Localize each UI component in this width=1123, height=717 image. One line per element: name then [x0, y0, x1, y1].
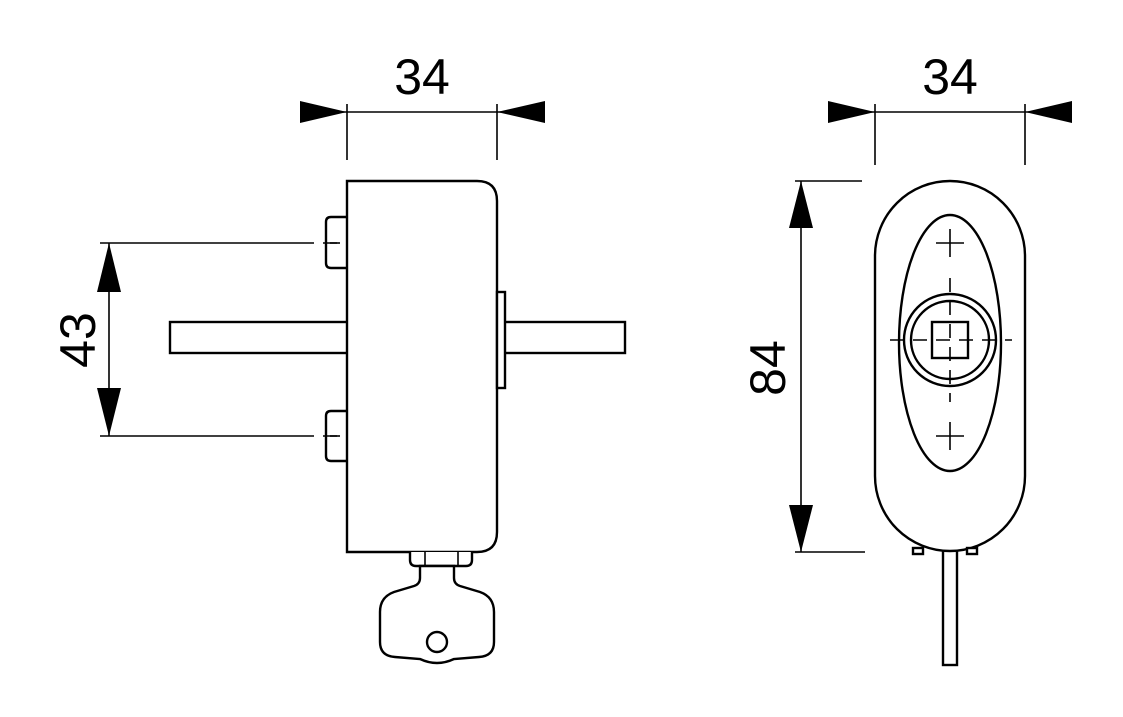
- lower-screw: [300, 409, 378, 463]
- side-height-dimension: 43: [50, 242, 300, 437]
- key-cylinder: [408, 552, 474, 568]
- key-bow: [378, 564, 496, 665]
- spindle-rosette: [890, 278, 1012, 402]
- spindle-left: [168, 320, 352, 355]
- side-height-arrow-bottom: [97, 388, 121, 436]
- front-key-shaft: [941, 546, 959, 667]
- front-housing: [873, 179, 1027, 553]
- side-width-arrow-left: [300, 101, 347, 123]
- front-inner-oval: [897, 213, 1003, 473]
- front-bottom-tab-left: [911, 546, 925, 556]
- housing-side-knob: [495, 290, 507, 390]
- upper-screw-cross: [936, 229, 964, 257]
- front-view: 34 84: [740, 49, 1072, 667]
- key: [378, 552, 496, 665]
- front-width-label: 34: [922, 49, 978, 105]
- spindle-right: [495, 320, 627, 355]
- side-width-dimension: 34: [300, 49, 545, 160]
- side-height-label: 43: [50, 312, 106, 368]
- side-width-arrow-right: [497, 101, 545, 123]
- front-width-arrow-right: [1025, 101, 1072, 123]
- front-height-dimension: 84: [740, 180, 865, 553]
- front-bottom-tab-right: [965, 546, 979, 556]
- lower-screw-cross: [936, 422, 964, 450]
- lock-housing: [345, 179, 499, 554]
- upper-screw: [300, 215, 378, 270]
- front-width-arrow-left: [828, 101, 875, 123]
- front-height-label: 84: [740, 340, 796, 396]
- side-view: 34 43: [50, 49, 627, 665]
- front-width-dimension: 34: [828, 49, 1072, 165]
- key-hole: [425, 630, 449, 654]
- front-height-arrow-bottom: [789, 505, 813, 552]
- side-height-arrow-top: [97, 243, 121, 292]
- front-height-arrow-top: [789, 181, 813, 228]
- side-width-label: 34: [394, 49, 450, 105]
